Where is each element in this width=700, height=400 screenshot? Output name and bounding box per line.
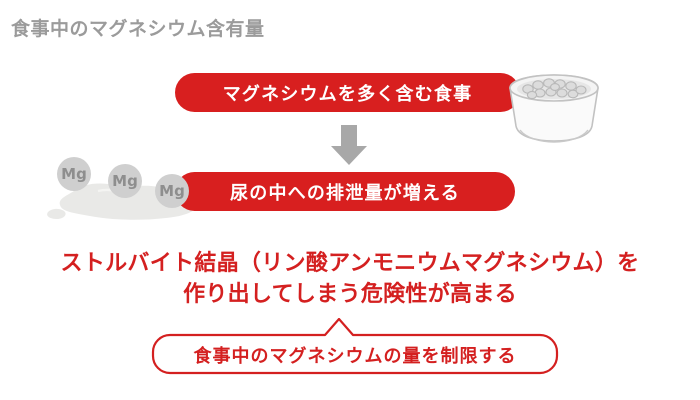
struvite-warning-line-2: 作り出してしまう危険性が高まる [183,282,517,307]
struvite-warning-text: ストルバイト結晶（リン酸アンモニウムマグネシウム）を 作り出してしまう危険性が高… [0,248,700,310]
conclusion-speech-bubble-label: 食事中のマグネシウムの量を制限する [193,346,517,367]
mg-molecule-label: Mg [61,165,87,183]
mg-molecule-icon: Mg [155,174,189,208]
struvite-warning-line-1: ストルバイト結晶（リン酸アンモニウムマグネシウム）を [60,251,640,276]
dog-food-bowl-icon [500,68,608,146]
mg-molecule-label: Mg [159,182,185,200]
mg-molecule-label: Mg [112,172,138,190]
banner-high-magnesium-diet[interactable]: マグネシウムを多く含む食事 [175,73,520,112]
banner-high-magnesium-diet-label: マグネシウムを多く含む食事 [222,83,473,105]
banner-increased-urine-excretion-label: 尿の中への排泄量が増える [230,182,460,204]
page-title: 食事中のマグネシウム含有量 [11,18,265,40]
mg-molecule-icon: Mg [57,157,91,191]
banner-increased-urine-excretion[interactable]: 尿の中への排泄量が増える [175,172,515,211]
conclusion-speech-bubble[interactable]: 食事中のマグネシウムの量を制限する [140,318,570,378]
arrow-down-icon [327,123,371,167]
mg-molecule-icon: Mg [108,164,142,198]
